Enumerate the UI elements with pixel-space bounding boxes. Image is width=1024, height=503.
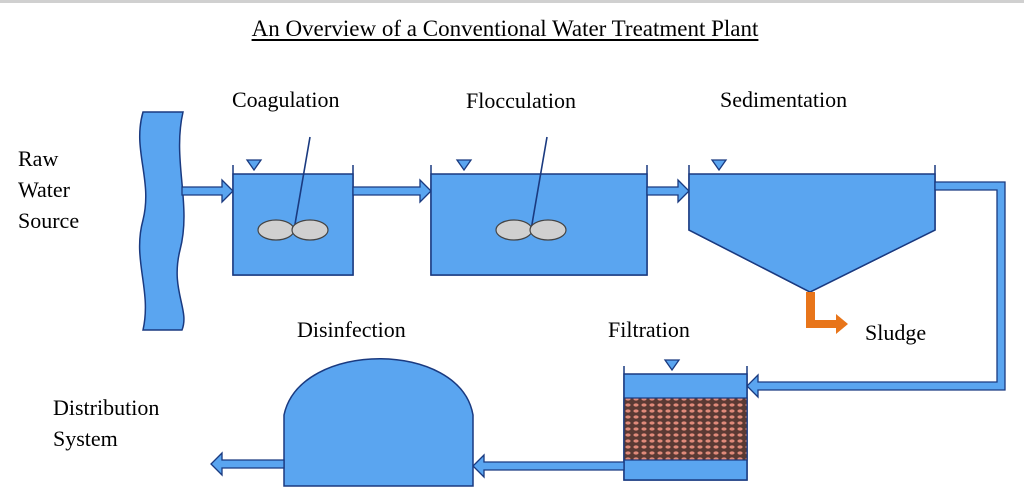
sludge-arrow bbox=[806, 292, 848, 334]
water-level-marker-sedimentation bbox=[710, 159, 728, 172]
mixer-paddle-right-coagulation bbox=[291, 219, 329, 241]
filter-media-bed bbox=[623, 397, 748, 461]
raw-water-source-label: Raw Water Source bbox=[18, 143, 79, 236]
raw-water-source-shape bbox=[138, 111, 185, 331]
sludge-label: Sludge bbox=[865, 320, 927, 345]
distribution-system-label-line-2: System bbox=[53, 426, 118, 451]
mixer-paddle-left-flocculation bbox=[495, 219, 533, 241]
filtration-unit bbox=[623, 359, 748, 481]
arrow-source-to-coagulation bbox=[181, 178, 234, 204]
coagulation-label: Coagulation bbox=[232, 87, 340, 112]
disinfection-label: Disinfection bbox=[297, 317, 406, 342]
flocculation-label: Flocculation bbox=[466, 88, 576, 113]
water-level-marker-filtration bbox=[663, 359, 681, 372]
diagram-title: An Overview of a Conventional Water Trea… bbox=[251, 16, 759, 41]
arrow-filtration-to-disinfection bbox=[472, 453, 625, 479]
mixer-shaft-coagulation bbox=[293, 136, 311, 231]
sedimentation-basin bbox=[688, 159, 936, 293]
disinfection-tank bbox=[283, 358, 474, 487]
coagulation-tank bbox=[232, 136, 354, 276]
water-level-marker-coagulation bbox=[245, 159, 263, 172]
water-level-marker-flocculation bbox=[455, 159, 473, 172]
distribution-system-label-line-1: Distribution bbox=[53, 395, 160, 420]
arrow-flocculation-to-sedimentation bbox=[646, 178, 690, 204]
raw-water-source-label-line-3: Source bbox=[18, 208, 80, 233]
mixer-shaft-flocculation bbox=[530, 136, 548, 231]
flocculation-tank bbox=[430, 136, 648, 276]
sedimentation-label: Sedimentation bbox=[720, 87, 848, 112]
top-border bbox=[0, 0, 1024, 3]
distribution-system-label: Distribution System bbox=[53, 392, 159, 454]
pipe-sedimentation-to-filtration bbox=[746, 181, 1006, 399]
arrow-disinfection-to-distribution bbox=[210, 451, 285, 477]
filtration-label: Filtration bbox=[608, 317, 690, 342]
raw-water-source-label-line-1: Raw bbox=[18, 146, 59, 171]
mixer-paddle-right-flocculation bbox=[529, 219, 567, 241]
mixer-paddle-left-coagulation bbox=[257, 219, 295, 241]
raw-water-source-label-line-2: Water bbox=[18, 177, 70, 202]
arrow-coagulation-to-flocculation bbox=[352, 178, 432, 204]
